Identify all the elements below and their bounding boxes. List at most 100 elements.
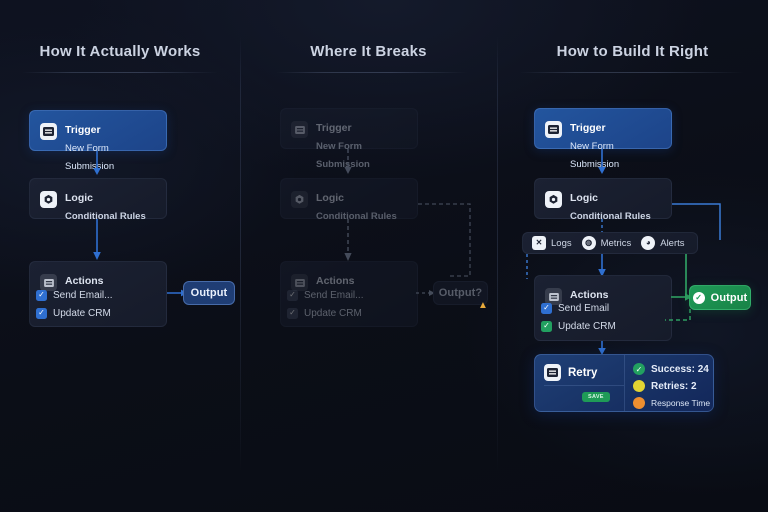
dashed-arrow-logic-to-actions xyxy=(344,219,352,261)
output-label: Output? xyxy=(438,287,483,299)
node-text: Trigger New Form Submission xyxy=(308,109,417,181)
output-label: Output xyxy=(190,287,228,299)
node-text: Logic Conditional Rules xyxy=(562,179,661,233)
node-trigger[interactable]: Trigger New Form Submission xyxy=(280,108,418,170)
node-title: Actions xyxy=(316,275,355,287)
checkbox-checked-icon[interactable]: ✓ xyxy=(287,289,298,301)
stat-retries: Retries: 2 xyxy=(633,380,713,392)
list-item[interactable]: ✓ Update CRM xyxy=(36,304,112,322)
bell-icon: ◕ xyxy=(641,236,656,250)
list-icon xyxy=(291,274,308,291)
panel-divider-1 xyxy=(240,36,241,472)
node-trigger[interactable]: Trigger New Form Submission xyxy=(534,108,672,170)
check-circle-icon: ✓ xyxy=(692,291,705,304)
chips-left-drop xyxy=(526,254,528,279)
panel-how-to-build-it-right: How to Build It Right Trigger New Form S… xyxy=(497,0,768,512)
gear-icon xyxy=(545,191,562,208)
list-item[interactable]: ✓ Update CRM xyxy=(287,304,363,322)
output-badge[interactable]: Output? xyxy=(433,281,488,305)
arrow-trigger-to-logic xyxy=(93,151,101,175)
output-badge[interactable]: ✓ Output xyxy=(689,285,751,310)
output-badge[interactable]: Output xyxy=(183,281,235,305)
chip-metrics[interactable]: ◍ Metrics xyxy=(581,236,632,250)
chip-alerts[interactable]: ◕ Alerts xyxy=(641,236,685,250)
node-text: Actions xyxy=(308,262,365,298)
panel-title: How to Build It Right xyxy=(556,43,709,60)
node-actions[interactable]: Actions xyxy=(280,261,418,327)
node-actions[interactable]: Actions xyxy=(29,261,167,327)
dashed-arrow-actions-to-output xyxy=(416,290,435,296)
panel-title: Where It Breaks xyxy=(310,43,427,60)
arrow-actions-to-retry xyxy=(598,341,606,355)
title-underline xyxy=(519,72,744,73)
arrow-trigger-to-logic xyxy=(598,149,606,174)
check-circle-icon: ✓ xyxy=(633,363,645,375)
node-actions[interactable]: Actions xyxy=(534,275,672,341)
list-item[interactable]: ✓ Update CRM xyxy=(541,317,616,335)
chip-label: Metrics xyxy=(600,237,632,249)
node-text: Trigger New Form Submission xyxy=(57,111,166,183)
list-item-label: Send Email xyxy=(558,302,610,314)
form-icon xyxy=(40,123,57,140)
node-logic[interactable]: Logic Conditional Rules xyxy=(29,178,167,222)
checkbox-checked-icon[interactable]: ✓ xyxy=(541,302,552,314)
node-title: Trigger xyxy=(570,122,606,134)
actions-checklist: ✓ Send Email... ✓ Update CRM xyxy=(36,286,112,322)
title-underline xyxy=(22,72,218,73)
checkbox-checked-icon[interactable]: ✓ xyxy=(541,320,552,332)
gear-icon xyxy=(291,191,308,208)
list-icon xyxy=(545,288,562,305)
stat-label: Response Time xyxy=(651,398,711,408)
node-logic[interactable]: Logic Conditional Rules xyxy=(280,178,418,222)
gear-icon xyxy=(40,191,57,208)
checkbox-checked-icon[interactable]: ✓ xyxy=(287,307,298,319)
checkbox-checked-icon[interactable]: ✓ xyxy=(36,307,47,319)
actions-checklist: ✓ Send Email... ✓ Update CRM xyxy=(287,286,363,322)
retry-stats: ✓ Success: 24 Retries: 2 Response Time xyxy=(625,355,713,411)
arrow-chips-to-actions xyxy=(598,254,606,277)
node-subtitle: New Form Submission xyxy=(65,143,115,172)
output-feedback-path xyxy=(665,302,691,321)
node-title: Trigger xyxy=(316,122,352,134)
node-subtitle: Conditional Rules xyxy=(570,211,651,222)
chip-logs[interactable]: ✕ Logs xyxy=(532,236,572,250)
chip-label: Alerts xyxy=(660,237,685,249)
node-logic[interactable]: Logic Conditional Rules xyxy=(534,178,672,222)
node-subtitle: Conditional Rules xyxy=(316,211,397,222)
list-item[interactable]: ✓ Send Email... xyxy=(36,286,112,304)
logs-icon: ✕ xyxy=(532,236,546,250)
arrow-logic-to-actions xyxy=(93,219,101,260)
node-subtitle: Conditional Rules xyxy=(65,211,146,222)
list-item-label: Send Email... xyxy=(53,289,113,301)
node-trigger[interactable]: Trigger New Form Submission xyxy=(29,110,167,172)
stat-label: Retries: 2 xyxy=(651,380,697,392)
node-text: Logic Conditional Rules xyxy=(57,179,156,233)
checkbox-checked-icon[interactable]: ✓ xyxy=(36,289,47,301)
node-text: Trigger New Form Submission xyxy=(562,109,671,181)
node-title: Actions xyxy=(570,289,609,301)
node-subtitle: New Form Submission xyxy=(570,141,620,170)
stat-label: Success: 24 xyxy=(651,363,709,375)
monitoring-chip-row: ✕ Logs ◍ Metrics ◕ Alerts xyxy=(522,232,698,254)
alerts-to-output-path xyxy=(685,254,687,298)
node-title: Logic xyxy=(316,192,344,204)
node-title: Logic xyxy=(65,192,93,204)
node-title: Trigger xyxy=(65,124,101,136)
list-item-label: Update CRM xyxy=(53,307,111,319)
list-item-label: Update CRM xyxy=(558,320,616,332)
node-text: Actions xyxy=(562,276,619,312)
form-icon xyxy=(545,121,562,138)
panel-where-it-breaks: Where It Breaks Trigger New Form Submiss… xyxy=(240,0,497,512)
retry-card-left: Retry SAVE xyxy=(535,355,625,411)
retry-icon xyxy=(544,364,561,381)
panel-how-it-actually-works: How It Actually Works Trigger New Form S… xyxy=(0,0,240,512)
retry-card[interactable]: Retry SAVE ✓ Success: 24 Retries: 2 Resp… xyxy=(534,354,714,412)
actions-checklist: ✓ Send Email ✓ Update CRM xyxy=(541,299,616,335)
list-item[interactable]: ✓ Send Email xyxy=(541,299,616,317)
chip-label: Logs xyxy=(551,237,572,249)
stat-response-time: Response Time xyxy=(633,397,713,409)
list-item[interactable]: ✓ Send Email... xyxy=(287,286,363,304)
status-dot-orange-icon xyxy=(633,397,645,409)
status-dot-yellow-icon xyxy=(633,380,645,392)
